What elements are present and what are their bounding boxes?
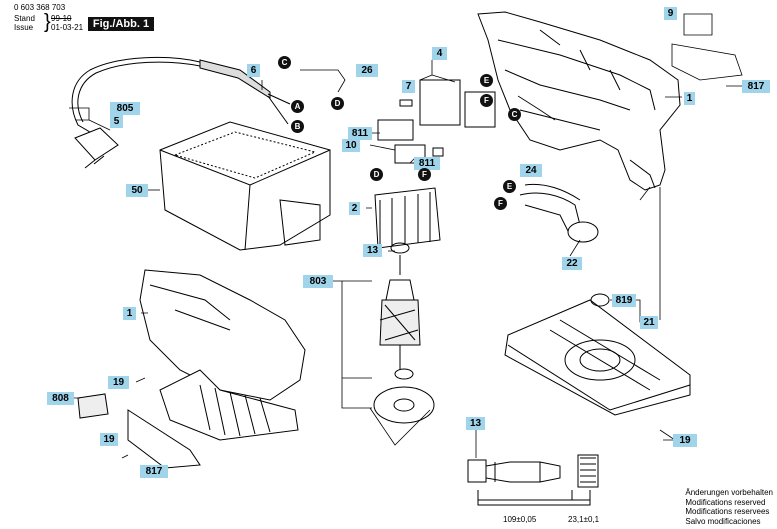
note-en: Modifications reserved	[685, 497, 766, 507]
ref-marker-e: E	[480, 74, 493, 87]
power-cable-drawing	[71, 57, 291, 169]
ref-marker-f: F	[480, 94, 493, 107]
issue-value: 01-03-21	[51, 23, 84, 32]
note-de: Änderungen vorbehalten	[685, 488, 773, 498]
part-tag-817-lower: 817	[140, 465, 168, 478]
electronic-module-drawing	[519, 183, 599, 243]
ref-marker-c-cable: C	[278, 56, 291, 69]
stand-issue-brace: }	[44, 11, 51, 33]
part-tag-811-top: 811	[348, 127, 372, 140]
dimension-offset: 23,1±0,1	[568, 515, 600, 524]
part-tag-10: 10	[342, 139, 360, 152]
part-tag-9: 9	[664, 7, 677, 20]
ref-marker-f-module: F	[494, 197, 507, 210]
dust-box-drawing	[159, 121, 331, 251]
armature-detail-drawing	[467, 454, 599, 506]
part-tag-4: 4	[432, 47, 447, 60]
part-tag-22: 22	[562, 257, 582, 270]
base-plate-drawing	[504, 293, 691, 416]
part-tag-13-bottom: 13	[466, 417, 485, 430]
part-tag-819: 819	[612, 294, 636, 307]
part-tag-1-lower: 1	[123, 307, 136, 320]
part-tag-1: 1	[684, 92, 695, 105]
ref-marker-d-coil: D	[370, 168, 383, 181]
part-tag-19-right: 19	[673, 434, 697, 447]
part-tag-2: 2	[349, 202, 360, 215]
armature-drawing	[373, 242, 435, 424]
ref-marker-d: D	[331, 97, 344, 110]
part-tag-7: 7	[402, 80, 415, 93]
part-tag-50: 50	[126, 184, 148, 197]
note-fr: Modifications reservees	[685, 507, 770, 517]
part-tag-6: 6	[247, 64, 260, 77]
part-tag-805: 805	[110, 102, 140, 115]
modification-notes: Änderungen vorbehalten Modifications res…	[685, 488, 773, 526]
part-tag-5: 5	[110, 115, 123, 128]
stand-value: 99-10	[51, 14, 72, 23]
part-tag-803: 803	[303, 275, 333, 288]
ref-marker-f-coil: F	[418, 168, 431, 181]
stand-label: Stand	[14, 14, 35, 23]
figure-label: Fig./Abb. 1	[88, 17, 154, 31]
part-tag-817: 817	[742, 80, 770, 93]
ref-marker-a: A	[291, 100, 304, 113]
part-tag-808: 808	[47, 392, 74, 405]
note-es: Salvo modificaciones	[685, 516, 761, 526]
part-tag-21: 21	[640, 316, 658, 329]
issue-label: Issue	[14, 23, 34, 32]
sander-body-drawing	[77, 269, 306, 469]
part-tag-26: 26	[356, 64, 378, 77]
part-tag-19-bottom: 19	[100, 433, 118, 446]
ref-marker-c-housing: C	[508, 108, 521, 121]
dimension-length: 109±0,05	[503, 515, 537, 524]
field-coil-drawing	[374, 187, 441, 249]
ref-marker-e-module: E	[503, 180, 516, 193]
part-tag-13-top: 13	[363, 244, 382, 257]
part-tag-19-left: 19	[108, 376, 129, 389]
part-tag-811-bottom: 811	[414, 157, 440, 170]
ref-marker-b: B	[291, 120, 304, 133]
part-tag-24: 24	[520, 164, 542, 177]
housing-shell-drawing	[477, 11, 681, 191]
brush-holder-drawing	[377, 79, 496, 164]
document-number: 0 603 368 703	[14, 3, 66, 12]
